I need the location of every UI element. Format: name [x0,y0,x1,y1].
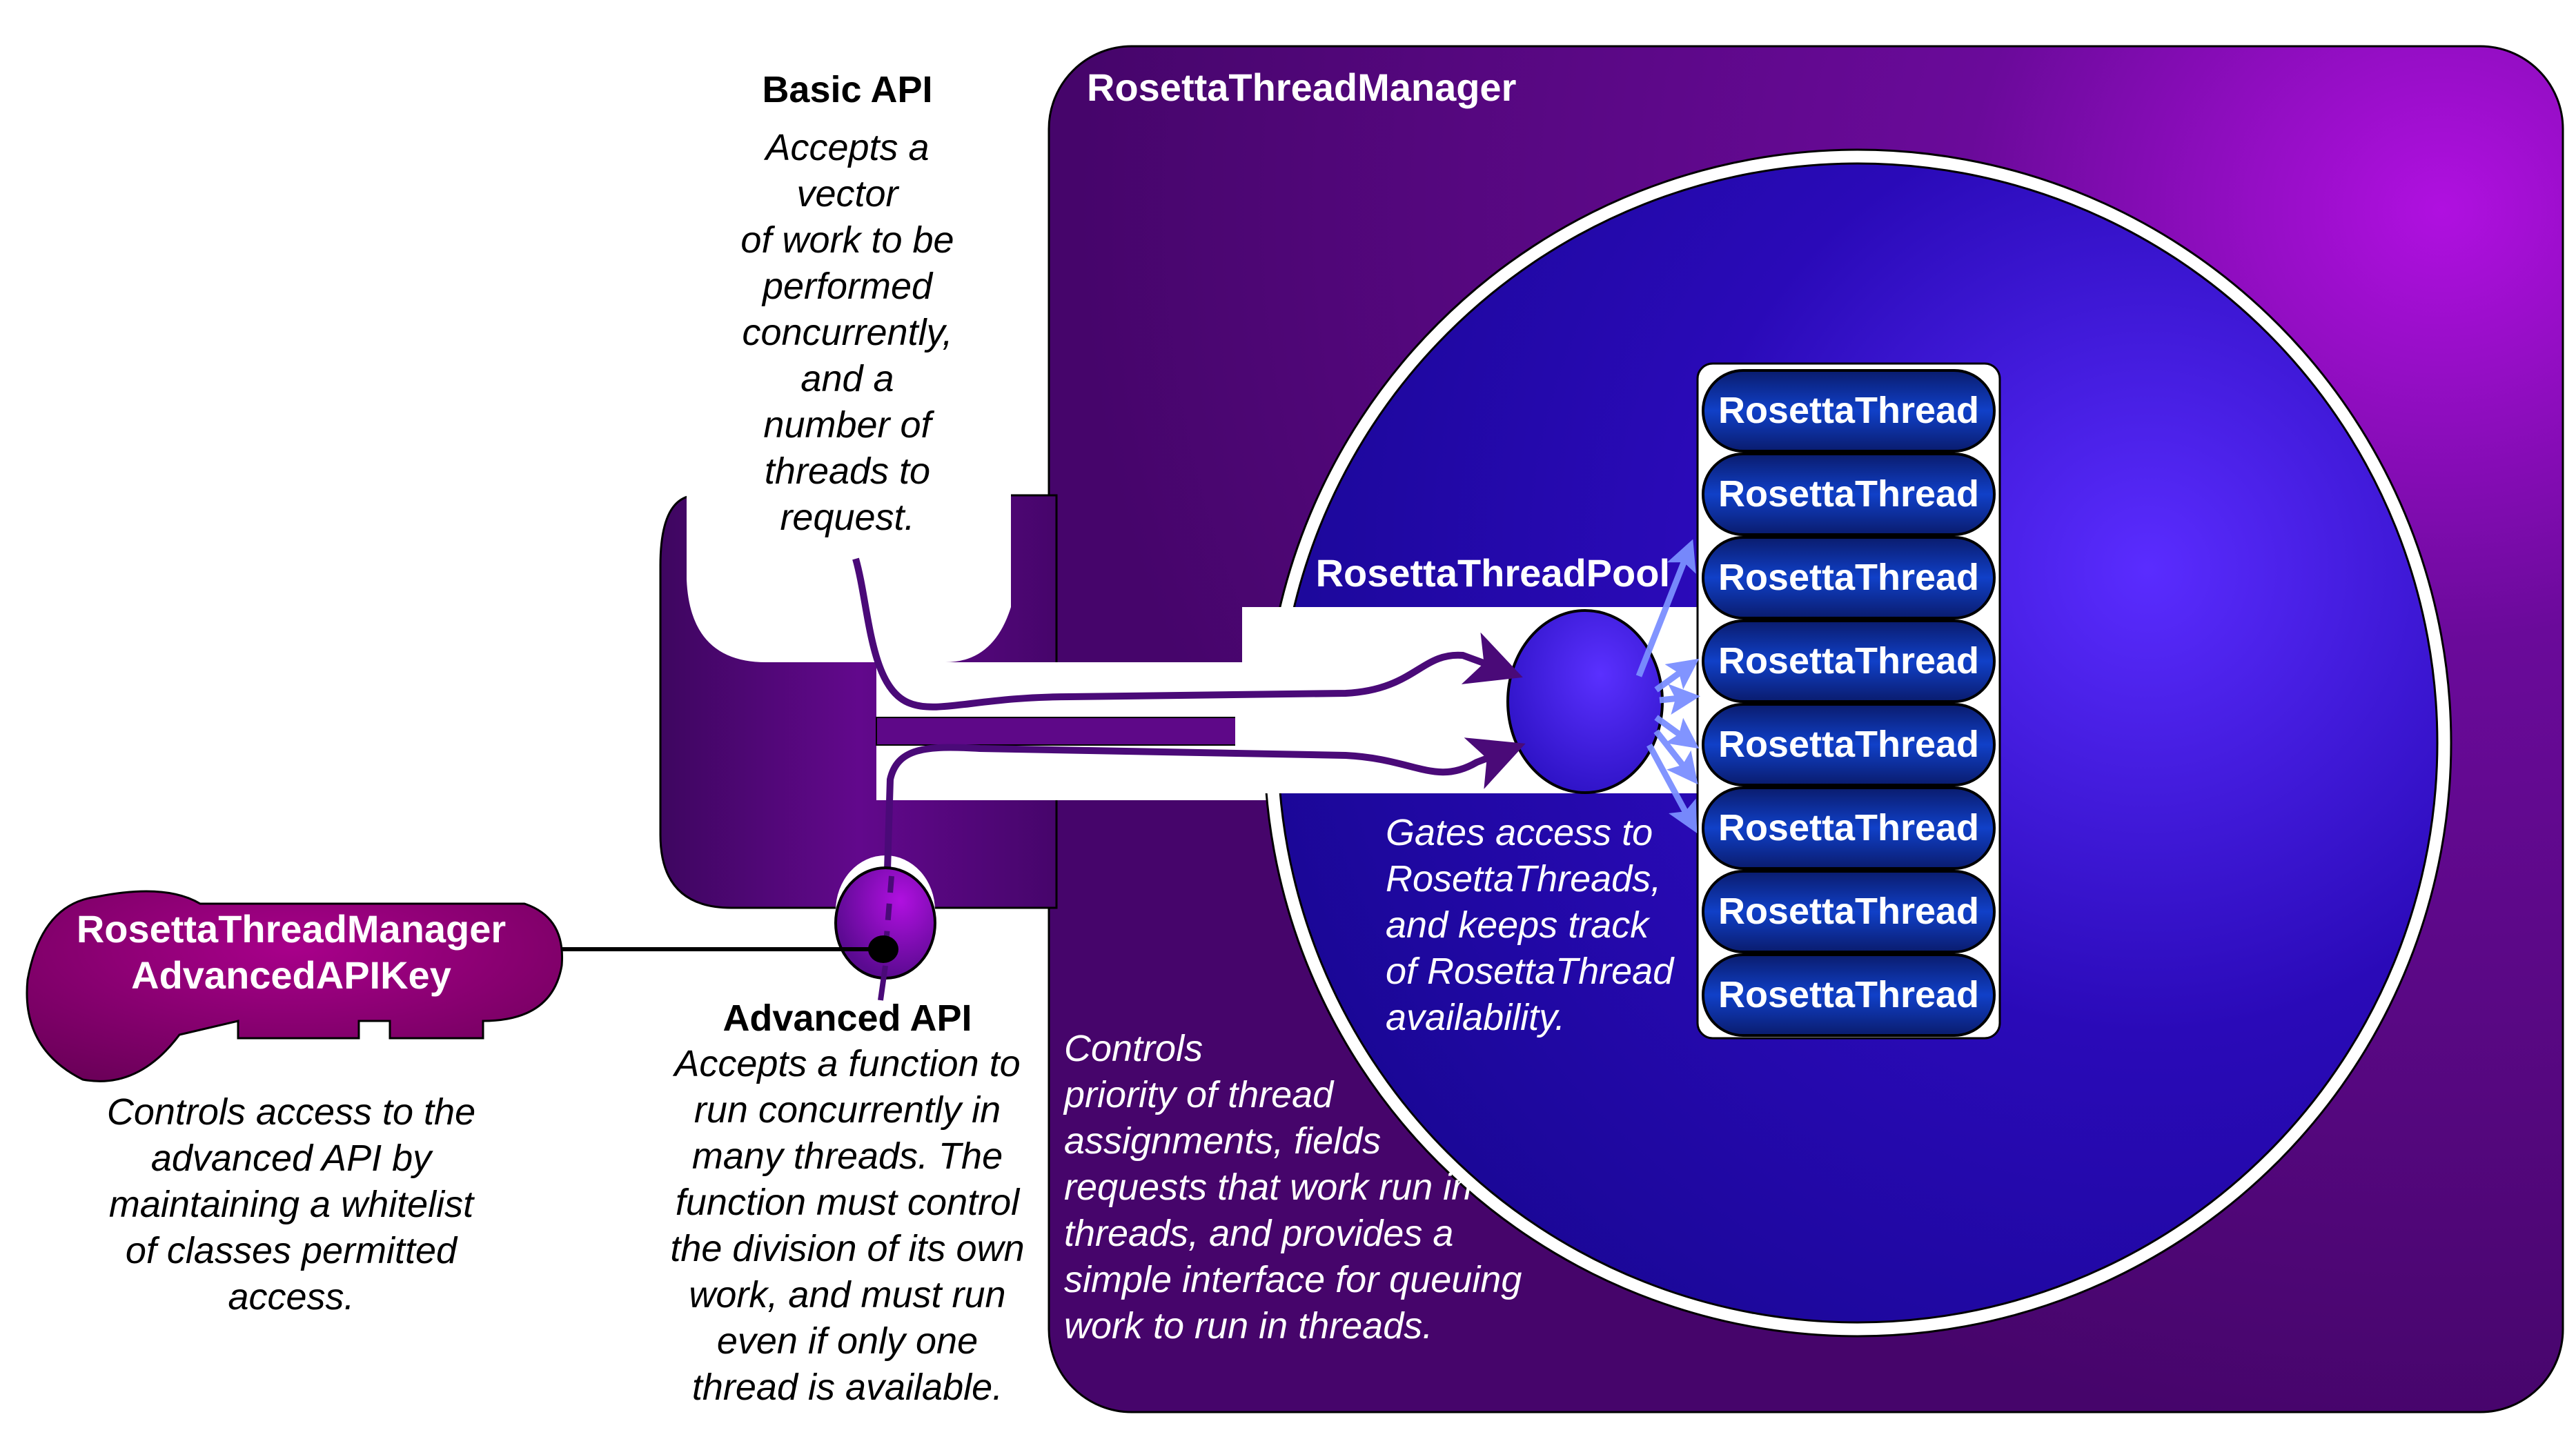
basic-api-description-line: and a [800,358,894,399]
key-description-line: advanced API by [151,1138,433,1179]
key-description-line: of classes permitted [126,1230,458,1271]
advanced-api-description-line: the division of its own [670,1228,1024,1269]
basic-api-description-line: number of [763,404,934,446]
advanced-api-description-line: thread is available. [692,1367,1003,1408]
rosetta-thread-label: RosettaThread [1718,473,1979,515]
rosetta-thread-label: RosettaThread [1718,557,1979,598]
advanced-api-tail [878,965,888,1001]
key-description-line: Controls access to the [107,1091,475,1133]
key-description: Controls access to the advanced API by mai… [107,1091,475,1318]
dispatch-arrows [1635,539,1700,833]
rosetta-thread-label: RosettaThread [1718,807,1979,848]
dispatch-arrow [1654,658,1700,693]
advanced-api-description: Accepts a function to run concurrently in… [670,1043,1024,1408]
manager-description-line: priority of thread [1063,1074,1335,1115]
manager-description-line: threads, and provides a [1064,1213,1453,1254]
rosetta-thread[interactable] [1702,953,1996,1037]
basic-api-description-line: concurrently, [742,312,952,353]
advanced-api-key[interactable] [26,890,564,1082]
basic-api-description-line: vector [796,173,899,215]
key-title-line: AdvancedAPIKey [131,953,451,997]
manager-description-line: work to run in threads. [1064,1305,1433,1347]
rosetta-thread-label: RosettaThread [1718,640,1979,682]
basic-api-description-line: Accepts a [763,127,929,168]
rosetta-thread[interactable] [1702,870,1996,953]
dispatch-arrow [1653,729,1698,785]
advanced-api-description-line: Accepts a function to [672,1043,1020,1084]
key-title-line: RosettaThreadManager [77,907,506,951]
pool-description-line: and keeps track [1386,904,1651,946]
rosetta-thread[interactable] [1702,536,1996,619]
rosetta-thread-label: RosettaThread [1718,974,1979,1015]
channel-divider [876,717,1243,746]
manager-description-line: Controls [1064,1028,1203,1069]
key-connection-dot [868,935,898,963]
thread-list: RosettaThreadRosettaThreadRosettaThreadR… [1702,369,1996,1037]
basic-api-description-line: threads to [765,450,930,492]
basic-api-description-line: performed [761,266,934,307]
rosetta-thread[interactable] [1702,786,1996,870]
pool-title: RosettaThreadPool [1316,551,1670,595]
pool-description-line: availability. [1386,997,1565,1038]
pool-description-line: RosettaThreads, [1386,858,1661,900]
advanced-api-flow-arrow [882,737,1526,939]
advanced-api-description-line: run concurrently in [694,1089,1001,1131]
advanced-api-description-line: function must control [676,1182,1021,1223]
basic-api-title: Basic API [762,69,932,110]
pool-description: Gates access to RosettaThreads,and keeps … [1386,812,1675,1038]
manager-description-line: requests that work run in [1064,1167,1472,1208]
pool-description-line: of RosettaThread [1386,951,1675,992]
advanced-api-description-line: work, and must run [689,1274,1005,1316]
manager-description: Controls priority of thread assignments, f… [1063,1028,1522,1347]
pool-corridor-inner [1235,662,1249,800]
rosetta-thread-label: RosettaThread [1718,724,1979,765]
pool-description-line: Gates access to [1386,812,1653,853]
dispatch-arrow [1635,539,1696,677]
thread-pool-node[interactable] [1506,609,1664,794]
rosetta-thread[interactable] [1702,619,1996,703]
rosetta-thread-label: RosettaThread [1718,390,1979,431]
rosetta-thread[interactable] [1702,369,1996,453]
manager-title: RosettaThreadManager [1087,66,1516,109]
key-description-line: maintaining a whitelist [109,1184,475,1225]
advanced-api-description-line: even if only one [717,1320,978,1362]
dispatch-arrow [1654,715,1700,749]
basic-api-description-line: of work to be [740,219,954,261]
key-description-line: access. [228,1276,354,1318]
basic-api-notch [687,41,1011,662]
dispatch-arrow [1646,743,1698,833]
manager-description-line: simple interface for queuing [1064,1259,1522,1300]
rosetta-thread[interactable] [1702,453,1996,536]
basic-api-flow-arrow [852,557,1523,711]
rosetta-thread[interactable] [1702,703,1996,786]
basic-api-description-line: request. [780,497,914,538]
dispatch-arrow [1659,684,1700,715]
advanced-api-title: Advanced API [722,998,972,1039]
advanced-api-description-line: many threads. The [692,1135,1003,1177]
rosetta-thread-label: RosettaThread [1718,891,1979,932]
manager-description-line: assignments, fields [1064,1120,1381,1162]
